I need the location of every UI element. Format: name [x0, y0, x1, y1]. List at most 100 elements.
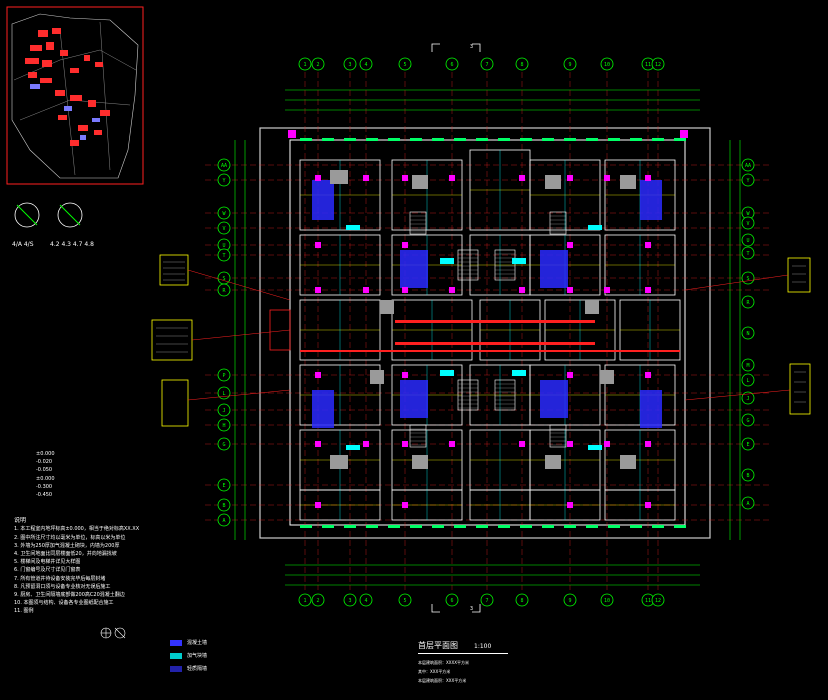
legend-label: 轻质隔墙 — [187, 666, 208, 672]
duct-shaft — [588, 445, 602, 450]
fixture-block — [412, 175, 428, 189]
drawing-title-block: 首层平面图 1:100 本层建筑面积：XXXX平方米 其中：XXX平方米 本层建… — [418, 640, 508, 685]
drawing-title: 首层平面图 — [418, 641, 458, 650]
axis-bubble-left — [217, 403, 231, 417]
legend-swatch-block — [170, 652, 182, 659]
leader-lines — [187, 269, 791, 401]
axis-bubble-bottom-label: 11 — [645, 598, 651, 604]
stair-outline — [457, 249, 479, 281]
fixture-block — [330, 170, 348, 184]
window-mark — [322, 525, 334, 528]
axis-bubble-right — [741, 233, 755, 247]
window-mark — [608, 525, 620, 528]
structural-column — [645, 242, 651, 248]
fixture-block — [600, 370, 614, 384]
axis-bubble-right-label: G — [746, 418, 749, 424]
axis-bubble-right-label: S — [746, 276, 749, 282]
structural-column — [402, 175, 408, 181]
structural-column — [402, 372, 408, 378]
note-line: 3. 外墙为250厚加气混凝土砌块，内墙为200厚 — [14, 542, 120, 549]
structural-column — [567, 372, 573, 378]
window-mark — [300, 525, 312, 528]
structural-column — [645, 502, 651, 508]
window-mark — [630, 525, 642, 528]
axis-bubble-left — [217, 221, 231, 235]
axis-bubble-left — [217, 478, 231, 492]
axis-bubble-top — [480, 57, 494, 71]
dimension-lines — [234, 89, 741, 586]
corridor-line — [300, 350, 680, 352]
axis-bubble-top-label: 12 — [655, 62, 661, 68]
section-marker-top — [431, 43, 481, 52]
section-marker-bottom-label: 3 — [470, 606, 473, 612]
axis-bubble-right-label: L — [746, 378, 749, 384]
window-mark — [564, 138, 576, 141]
structural-column — [519, 175, 525, 181]
stair-outline — [494, 249, 516, 281]
window-mark — [630, 138, 642, 141]
elevation-list: ±0.000-0.020-0.050±0.000-0.300-0.450 — [36, 450, 164, 499]
fixture-block — [370, 370, 384, 384]
structural-column — [645, 441, 651, 447]
window-mark — [542, 138, 554, 141]
legend-row: 混凝土墙 — [170, 636, 207, 649]
axis-bubble-top-label: 5 — [403, 62, 406, 68]
fixture-block — [620, 175, 636, 189]
axis-grid-lines — [205, 72, 770, 590]
legend-row: 加气块墙 — [170, 649, 207, 662]
axis-bubble-right — [741, 413, 755, 427]
axis-bubble-right-label: R — [746, 300, 750, 306]
axis-bubble-top-label: 4 — [364, 62, 367, 68]
note-line: 8. 凡预留洞口须与设备专业核对无误后施工 — [14, 583, 111, 590]
axis-bubble-top-label: 8 — [520, 62, 523, 68]
window-mark — [366, 525, 378, 528]
structural-column — [604, 441, 610, 447]
axis-bubble-bottom-label: 5 — [403, 598, 406, 604]
note-line: 5. 楼梯间及电梯井详见大样图 — [14, 559, 81, 566]
axis-bubble-left — [217, 283, 231, 297]
axis-bubble-bottom — [600, 593, 614, 607]
axis-bubble-left-label: H — [222, 423, 225, 429]
axis-bubble-bottom-label: 1 — [303, 598, 306, 604]
structural-column — [567, 242, 573, 248]
axis-bubble-bottom — [311, 593, 325, 607]
axis-bubble-top-label: 10 — [604, 62, 610, 68]
duct-shaft — [440, 370, 454, 376]
window-mark — [520, 525, 532, 528]
axis-bubble-left-label: V — [222, 226, 225, 232]
stair-outline — [494, 379, 516, 411]
note-line: 7. 所有管道井待设备安装完毕后每层封堵 — [14, 575, 106, 582]
structural-column — [402, 242, 408, 248]
axis-bubble-top — [343, 57, 357, 71]
fixture-block — [330, 455, 348, 469]
north-arrow-symbols — [100, 627, 126, 639]
structural-column — [567, 287, 573, 293]
axis-bubble-bottom-label: 8 — [520, 598, 523, 604]
section-symbol-a — [14, 202, 40, 228]
bathroom-fill — [640, 180, 662, 220]
drawing-scale: 1:100 — [474, 643, 492, 650]
material-legend: 混凝土墙 加气块墙 轻质隔墙 — [170, 636, 207, 675]
axis-bubble-right-label: A — [746, 501, 749, 507]
axis-bubble-bottom — [359, 593, 373, 607]
corridor-line — [395, 342, 595, 345]
window-mark — [476, 525, 488, 528]
window-mark — [520, 138, 532, 141]
window-mark — [542, 525, 554, 528]
axis-bubble-left-label: R — [222, 288, 226, 294]
structural-column — [567, 502, 573, 508]
axis-bubble-right-label: V — [746, 221, 749, 227]
window-mark — [498, 525, 510, 528]
window-mark — [674, 138, 686, 141]
legend-swatch-concrete — [170, 639, 182, 646]
axis-bubble-left-label: U — [222, 243, 225, 249]
axis-bubble-bottom-label: 9 — [568, 598, 571, 604]
axis-bubble-top-label: 2 — [316, 62, 319, 68]
axis-bubble-right — [741, 295, 755, 309]
structural-column — [402, 441, 408, 447]
axis-bubble-left — [217, 173, 231, 187]
note-line: 10. 本图须与结构、设备各专业图纸配合施工 — [14, 600, 114, 607]
